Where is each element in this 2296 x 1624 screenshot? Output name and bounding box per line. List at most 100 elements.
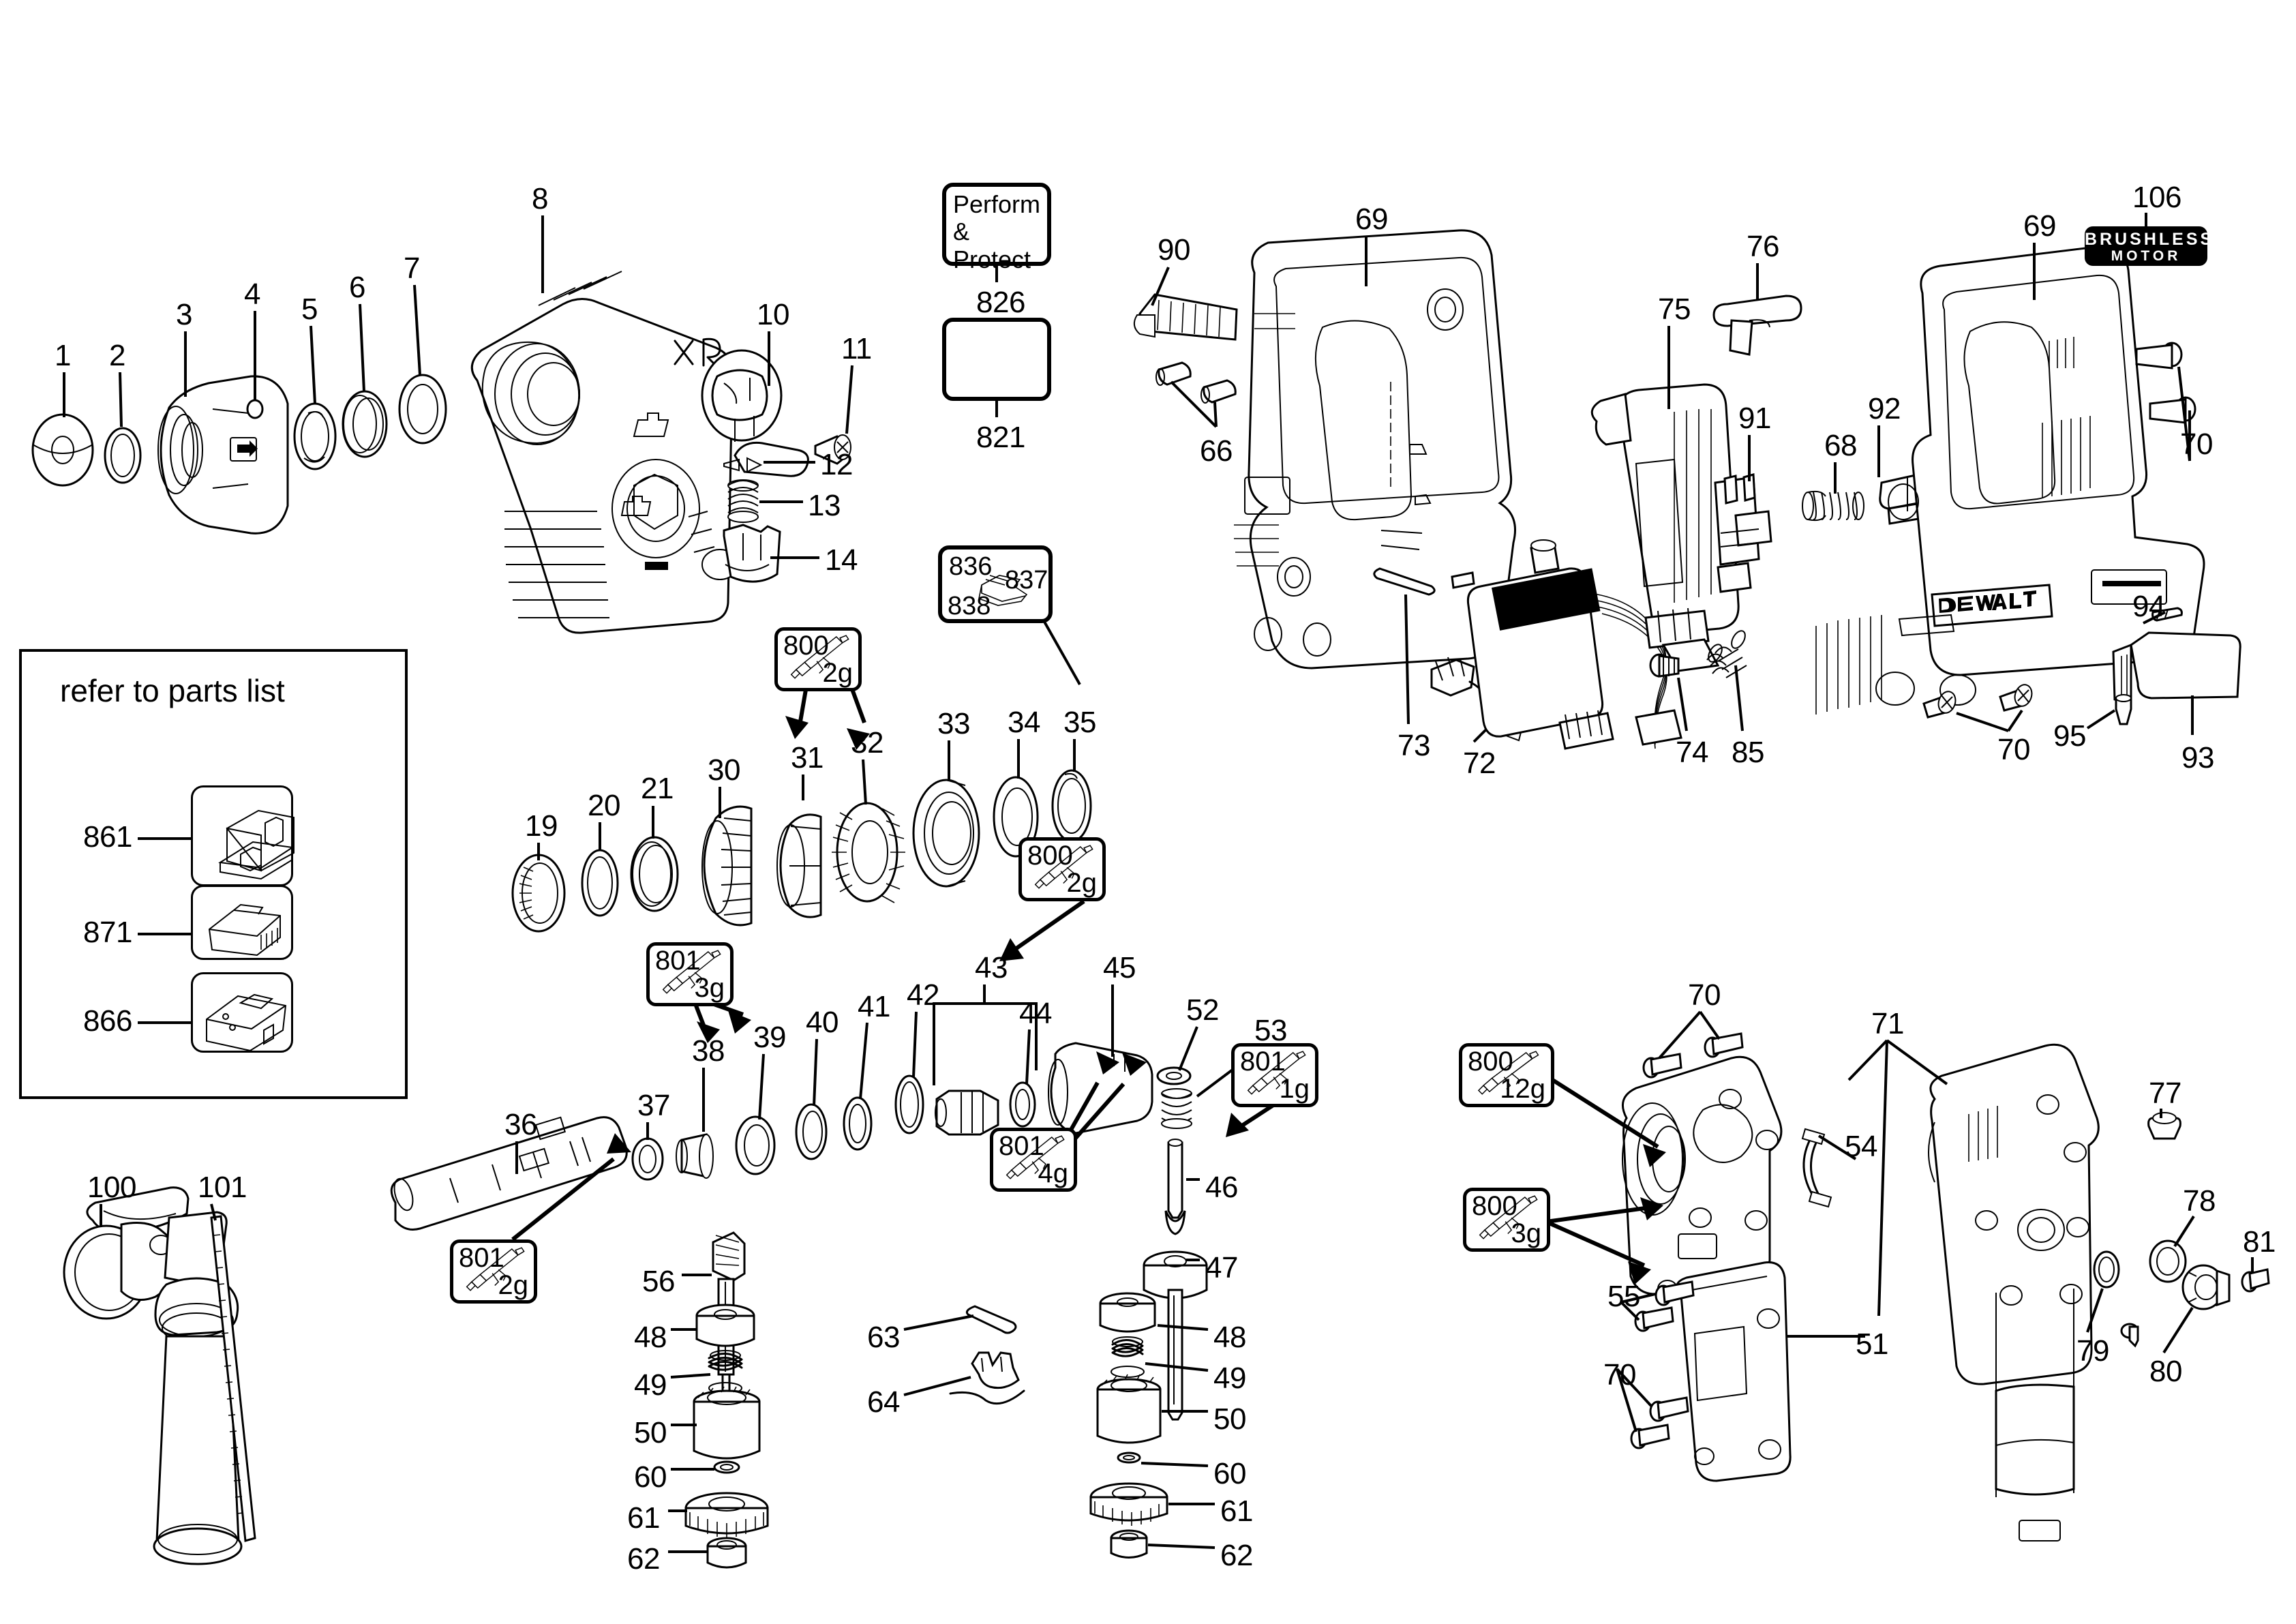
callout-95: 95: [2053, 719, 2086, 753]
callout-79: 79: [2076, 1334, 2109, 1368]
part-81-screw: [2241, 1268, 2270, 1293]
part-39-ring: [735, 1115, 776, 1175]
callout-69b: 69: [2023, 209, 2056, 243]
grease-amount: 4g: [1038, 1158, 1069, 1188]
callout-53: 53: [1254, 1014, 1287, 1047]
part-70-screws-bottom: [1922, 684, 2033, 719]
callout-3: 3: [176, 298, 192, 331]
callout-38: 38: [692, 1034, 725, 1068]
callout-32: 32: [851, 726, 883, 760]
part-71-gearbox-half-right: [1928, 1043, 2100, 1542]
part-43-striker: [935, 1089, 999, 1136]
part-62-bearing-right: [1110, 1529, 1148, 1559]
label-826-line-2: &: [953, 217, 970, 246]
part-77-button: [2147, 1112, 2181, 1140]
grease-amount: 1g: [1279, 1074, 1310, 1104]
label-826-line-3: Protect: [953, 245, 1031, 273]
part-90-terminal-block: [1133, 293, 1238, 341]
grease-box-801-2g: 801 2g: [450, 1239, 537, 1304]
part-85-spring: [1706, 630, 1747, 678]
callout-72: 72: [1463, 747, 1496, 780]
callout-49: 49: [634, 1368, 667, 1402]
part-75-switch-handle: [1590, 383, 1740, 672]
part-56-pinion-shaft: [712, 1231, 746, 1400]
callout-70: 70: [2180, 427, 2213, 461]
callout-100: 100: [87, 1171, 136, 1204]
part-78-oring: [2149, 1239, 2187, 1283]
callout-48b: 48: [1213, 1321, 1246, 1354]
label-826-line-1: Perform: [953, 190, 1041, 218]
grease-code: 800: [1027, 841, 1073, 871]
part-42-oring: [894, 1074, 924, 1134]
part-62-bearing-left: [706, 1537, 747, 1569]
part-71-gearbox-half-left: [1621, 1055, 1783, 1297]
callout-101: 101: [198, 1171, 247, 1204]
callout-821: 821: [976, 421, 1025, 454]
callout-70d: 70: [1603, 1358, 1636, 1392]
callout-45: 45: [1103, 951, 1136, 984]
part-19-needle-bearing: [511, 854, 566, 933]
part-79-ring: [2093, 1250, 2120, 1289]
part-63-pin: [965, 1305, 1017, 1334]
callout-64: 64: [867, 1385, 900, 1419]
part-74-screw: [1649, 653, 1680, 678]
callout-50b: 50: [1213, 1402, 1246, 1436]
parts-list-code-871: 871: [83, 916, 132, 949]
part-95-screw: [2115, 694, 2132, 725]
callout-62b: 62: [1220, 1539, 1253, 1572]
callout-11: 11: [841, 332, 872, 365]
callout-33: 33: [937, 707, 970, 740]
part-52-washer: [1156, 1066, 1192, 1085]
callout-35: 35: [1063, 706, 1096, 739]
part-10-mode-selector: [701, 349, 783, 442]
badge-line-2: MOTOR: [2111, 248, 2181, 265]
callout-60b: 60: [1213, 1457, 1246, 1490]
part-55-screws: [1634, 1280, 1695, 1332]
callout-75: 75: [1658, 292, 1691, 326]
part-61-gear-left: [684, 1492, 769, 1538]
grease-box-801-3g: 801 3g: [646, 942, 734, 1006]
callout-80: 80: [2149, 1355, 2182, 1388]
callout-71: 71: [1871, 1007, 1904, 1040]
parts-list-panel: refer to parts list 861 871 866: [19, 649, 408, 1099]
grease-amount: 2g: [1066, 868, 1098, 898]
part-72-wire-harness: [1430, 657, 1523, 742]
callout-7: 7: [404, 252, 420, 285]
callout-85: 85: [1732, 736, 1764, 769]
grease-code: 801: [655, 946, 701, 976]
callout-106: 106: [2132, 181, 2181, 214]
dewalt-logo: [1931, 584, 2053, 627]
part-70-screws-right: [2135, 342, 2196, 424]
callout-66: 66: [1200, 434, 1233, 468]
part-79-screw: [2120, 1323, 2139, 1348]
callout-94: 94: [2132, 590, 2165, 623]
part-50-clutch-left: [693, 1386, 761, 1460]
part-4-ball: [246, 399, 264, 419]
badge-line-1: BRUSHLESS: [2085, 230, 2215, 249]
callout-13: 13: [808, 489, 841, 522]
part-80-adapter: [2181, 1264, 2231, 1310]
part-49-spring-right: [1111, 1336, 1145, 1378]
part-6-ring: [342, 390, 388, 458]
part-93-cover: [2112, 631, 2241, 705]
callout-37: 37: [637, 1089, 670, 1122]
part-101-depth-rod: [210, 1215, 256, 1542]
part-3-chuck-sleeve: [157, 375, 289, 535]
brushless-motor-badge: BRUSHLESS MOTOR: [2085, 226, 2215, 266]
part-51-support: [1676, 1261, 1792, 1482]
callout-90: 90: [1158, 233, 1190, 267]
part-69-housing-right: [1815, 245, 2205, 715]
part-73-rib: [1373, 567, 1436, 596]
motor-assembly: [1451, 539, 1682, 750]
callout-91: 91: [1738, 402, 1771, 435]
callout-6: 6: [349, 271, 365, 304]
code-837: 837: [1005, 566, 1048, 595]
callout-39: 39: [753, 1021, 786, 1054]
part-60-washer-right: [1117, 1452, 1141, 1464]
grease-code: 801: [459, 1243, 504, 1273]
callout-55: 55: [1607, 1280, 1640, 1313]
part-1-washer: [31, 413, 94, 487]
part-2-ring: [104, 427, 142, 484]
part-33-bearing: [912, 779, 980, 888]
part-45-cylinder-sleeve: [1048, 1042, 1153, 1134]
